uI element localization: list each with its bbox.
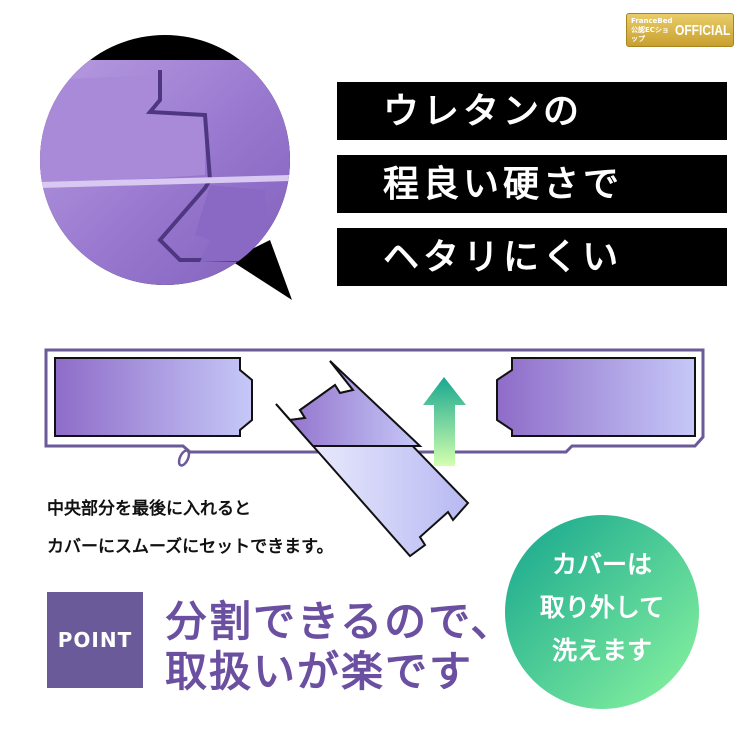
zipper-tab xyxy=(177,449,191,467)
point-line-1: 分割できるので、 xyxy=(165,597,515,646)
washable-line-2: 取り外して xyxy=(539,593,665,622)
caption-line-1: 中央部分を最後に入れると xyxy=(47,499,251,519)
urethane-photo xyxy=(40,35,292,300)
up-arrow-icon xyxy=(423,377,466,466)
headline-line-3: ヘタリにくい xyxy=(337,228,727,286)
assembly-diagram xyxy=(44,348,705,558)
logo-brand: FranceBed xyxy=(631,16,673,25)
cover-frame xyxy=(44,348,705,454)
headline-line-1: ウレタンの xyxy=(337,82,727,140)
right-piece xyxy=(496,357,696,437)
washable-line-1: カバーは xyxy=(551,550,652,579)
point-badge: POINT xyxy=(47,592,143,688)
left-piece xyxy=(54,357,253,437)
washable-badge: カバーは 取り外して 洗えます xyxy=(505,515,699,709)
caption-line-2: カバーにスムーズにセットできます。 xyxy=(47,537,334,557)
logo-badge: OFFICIAL xyxy=(675,21,731,39)
washable-line-3: 洗えます xyxy=(551,636,652,665)
logo-sub: 公認ECショップ xyxy=(631,25,669,43)
point-line-2: 取扱いが楽です xyxy=(165,647,474,696)
headline-line-2: 程良い硬さで xyxy=(337,155,727,213)
